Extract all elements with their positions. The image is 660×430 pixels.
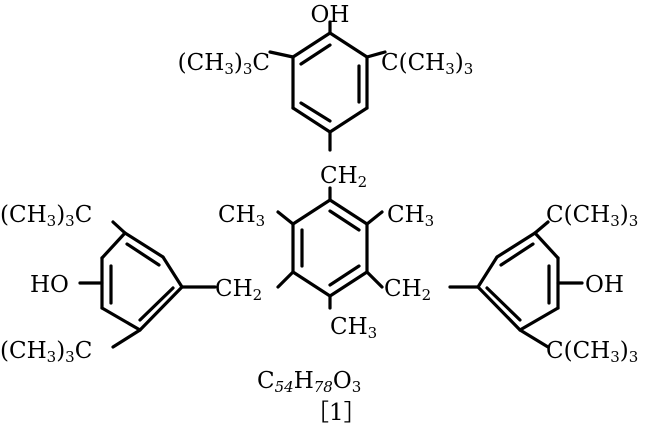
center-methyl-bottom-label: CH3: [330, 314, 377, 342]
right-top-tbutyl-label: C(CH3)3: [546, 202, 638, 230]
top-left-tbutyl-label: (CH3)3C: [178, 50, 270, 78]
center-methyl-left-label: CH3: [218, 202, 265, 230]
right-hydroxyl-label: OH: [585, 272, 624, 298]
left-bottom-tbutyl-label: (CH3)3C: [0, 338, 92, 366]
right-methylene-label: CH2: [384, 276, 431, 304]
center-methyl-right-label: CH3: [387, 202, 434, 230]
top-methylene-label: CH2: [320, 163, 367, 191]
left-methylene-label: CH2: [215, 276, 262, 304]
molecular-formula: C54H78O3: [257, 368, 361, 396]
right-bottom-tbutyl-label: C(CH3)3: [546, 338, 638, 366]
left-hydroxyl-label: HO: [30, 272, 69, 298]
bond-lines: [78, 20, 584, 349]
top-right-tbutyl-label: C(CH3)3: [381, 50, 473, 78]
top-hydroxyl-label: OH: [311, 2, 350, 28]
left-top-tbutyl-label: (CH3)3C: [0, 202, 92, 230]
compound-number-label: ［1］: [306, 400, 367, 426]
